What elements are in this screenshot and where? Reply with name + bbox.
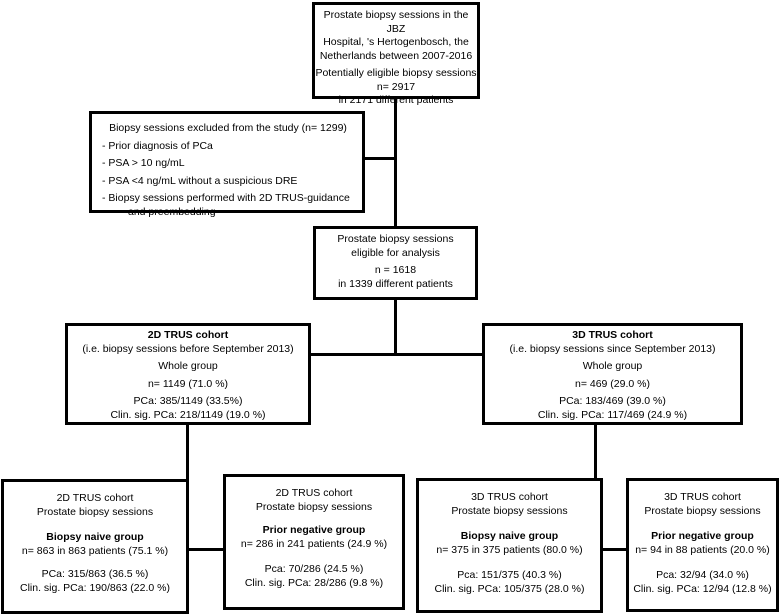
naive-3d-n: n= 375 in 375 patients (80.0 %) (436, 543, 583, 556)
exclusion-box: Biopsy sessions excluded from the study … (89, 111, 365, 218)
exclusion-item: - PSA > 10 ng/mL (102, 157, 185, 169)
naive-3d-line-1: 3D TRUS cohort (471, 491, 548, 503)
connector-exclusion (363, 157, 396, 160)
naive-2d-line-2: Prostate biopsy sessions (36, 505, 154, 518)
potentially-eligible-label: Potentially eligible biopsy sessions (315, 67, 477, 79)
naive-2d-group: Biopsy naive group (46, 531, 144, 543)
exclusion-item: - Prior diagnosis of PCa (102, 139, 213, 152)
naive-3d-line-2: Prostate biopsy sessions (451, 504, 568, 517)
prior-negative-2d-box: 2D TRUS cohort Prostate biopsy sessions … (223, 474, 405, 610)
cohort-2d-clin: Clin. sig. PCa: 218/1149 (19.0 %) (110, 408, 266, 421)
eligible-patients: in 1339 different patients (338, 277, 453, 290)
neg-3d-n: n= 94 in 88 patients (20.0 %) (635, 543, 770, 556)
naive-2d-box: 2D TRUS cohort Prostate biopsy sessions … (1, 479, 189, 614)
naive-3d-clin: Clin. sig. PCa: 105/375 (28.0 %) (434, 582, 585, 595)
exclusion-item: and preembedding (128, 205, 216, 218)
naive-3d-pca: Pca: 151/375 (40.3 %) (457, 569, 562, 581)
prior-negative-3d-box: 3D TRUS cohort Prostate biopsy sessions … (626, 478, 779, 612)
potentially-eligible-patients: in 2171 different patients (338, 94, 454, 106)
cohort-2d-subtitle: (i.e. biopsy sessions before September 2… (82, 342, 294, 355)
cohort-2d-pca: PCa: 385/1149 (33.5%) (133, 395, 243, 407)
cohort-3d-box: 3D TRUS cohort (i.e. biopsy sessions sin… (482, 323, 743, 425)
cohort-2d-n: n= 1149 (71.0 %) (147, 377, 229, 390)
cohort-2d-title: 2D TRUS cohort (147, 329, 229, 341)
neg-2d-group: Prior negative group (262, 524, 366, 536)
neg-2d-line-2: Prostate biopsy sessions (255, 500, 373, 513)
cohort-3d-subtitle: (i.e. biopsy sessions since September 20… (509, 342, 716, 355)
source-population-box: Prostate biopsy sessions in the JBZ Hosp… (312, 2, 480, 106)
naive-3d-box: 3D TRUS cohort Prostate biopsy sessions … (416, 478, 603, 613)
potentially-eligible-count: n= 2917 (376, 80, 416, 93)
source-line-3: Netherlands between 2007-2016 (319, 49, 473, 62)
exclusion-item: - PSA <4 ng/mL without a suspicious DRE (102, 174, 298, 187)
exclusion-item: - Biopsy sessions performed with 2D TRUS… (102, 192, 350, 204)
neg-2d-clin: Clin. sig. PCa: 28/286 (9.8 %) (244, 576, 384, 589)
naive-2d-clin: Clin. sig. PCa: 190/863 (22.0 %) (20, 581, 170, 594)
eligible-box: Prostate biopsy sessions eligible for an… (313, 226, 478, 300)
cohort-2d-box: 2D TRUS cohort (i.e. biopsy sessions bef… (65, 323, 311, 425)
connector-main-vertical (394, 97, 397, 227)
naive-2d-line-1: 2D TRUS cohort (56, 492, 134, 504)
naive-2d-n: n= 863 in 863 patients (75.1 %) (21, 544, 169, 557)
neg-3d-pca: Pca: 32/94 (34.0 %) (656, 569, 749, 581)
neg-3d-clin: Clin. sig. PCa: 12/94 (12.8 %) (633, 582, 772, 595)
cohort-3d-pca: PCa: 183/469 (39.0 %) (559, 395, 666, 407)
naive-2d-pca: PCa: 315/863 (36.5 %) (41, 568, 149, 580)
source-line-1: Prostate biopsy sessions in the JBZ (323, 9, 469, 35)
neg-3d-line-2: Prostate biopsy sessions (644, 504, 761, 517)
naive-3d-group: Biopsy naive group (460, 530, 559, 542)
neg-2d-line-1: 2D TRUS cohort (275, 487, 353, 499)
neg-3d-group: Prior negative group (651, 530, 754, 542)
exclusion-title: Biopsy sessions excluded from the study … (109, 122, 347, 134)
cohort-2d-group: Whole group (158, 360, 218, 372)
cohort-3d-clin: Clin. sig. PCa: 117/469 (24.9 %) (537, 408, 688, 421)
cohort-3d-title: 3D TRUS cohort (572, 329, 653, 341)
cohort-3d-group: Whole group (582, 360, 643, 372)
connector-split (288, 353, 485, 356)
eligible-line-1: Prostate biopsy sessions (337, 233, 454, 245)
neg-2d-n: n= 286 in 241 patients (24.9 %) (240, 537, 388, 550)
connector-eligible-down (394, 298, 397, 355)
neg-3d-line-1: 3D TRUS cohort (664, 491, 741, 503)
eligible-line-2: eligible for analysis (351, 246, 440, 259)
cohort-3d-n: n= 469 (29.0 %) (574, 377, 650, 390)
source-line-2: Hospital, 's Hertogenbosch, the (323, 36, 469, 48)
eligible-count: n = 1618 (374, 264, 417, 276)
neg-2d-pca: Pca: 70/286 (24.5 %) (264, 563, 364, 575)
